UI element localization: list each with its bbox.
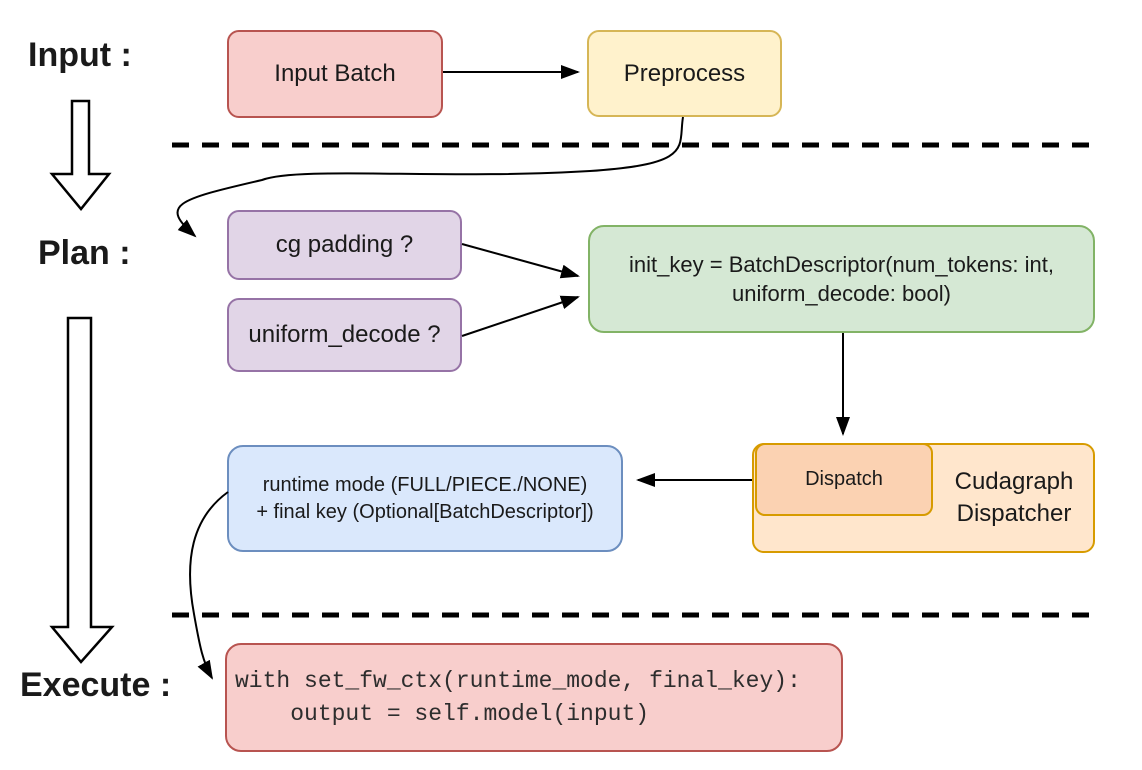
node-input-batch: Input Batch: [227, 30, 443, 118]
node-input-batch-label: Input Batch: [274, 60, 396, 88]
node-runtime-mode-label: runtime mode (FULL/PIECE./NONE) + final …: [256, 474, 594, 523]
stage-arrow-plan-to-execute: [49, 316, 115, 664]
node-cg-padding-label: cg padding ?: [275, 231, 414, 259]
stage-arrow-input-to-plan: [49, 99, 112, 211]
stage-label-input: Input :: [28, 36, 132, 74]
arrow-uniformdecode-to-initkey: [461, 295, 580, 337]
node-preprocess-label: Preprocess: [623, 59, 746, 87]
node-cudagraph-dispatcher-label: Cudagraph Dispatcher: [954, 468, 1074, 527]
node-dispatch: Dispatch: [755, 443, 933, 516]
node-runtime-mode: runtime mode (FULL/PIECE./NONE) + final …: [227, 445, 623, 552]
node-init-key: init_key = BatchDescriptor(num_tokens: i…: [588, 225, 1095, 333]
stage-label-execute: Execute :: [20, 666, 172, 704]
node-execute-code-text: with set_fw_ctx(runtime_mode, final_key)…: [235, 667, 801, 727]
node-preprocess: Preprocess: [587, 30, 782, 117]
node-init-key-label: init_key = BatchDescriptor(num_tokens: i…: [629, 251, 1054, 306]
stage-label-plan: Plan :: [38, 234, 131, 272]
node-uniform-decode-label: uniform_decode ?: [248, 321, 441, 349]
arrow-runtimemode-to-execute: [189, 491, 229, 680]
node-cg-padding: cg padding ?: [227, 210, 462, 280]
node-execute-code: with set_fw_ctx(runtime_mode, final_key)…: [225, 643, 843, 752]
arrow-cgpadding-to-initkey: [461, 243, 580, 279]
node-dispatch-label: Dispatch: [805, 468, 883, 491]
node-uniform-decode: uniform_decode ?: [227, 298, 462, 372]
